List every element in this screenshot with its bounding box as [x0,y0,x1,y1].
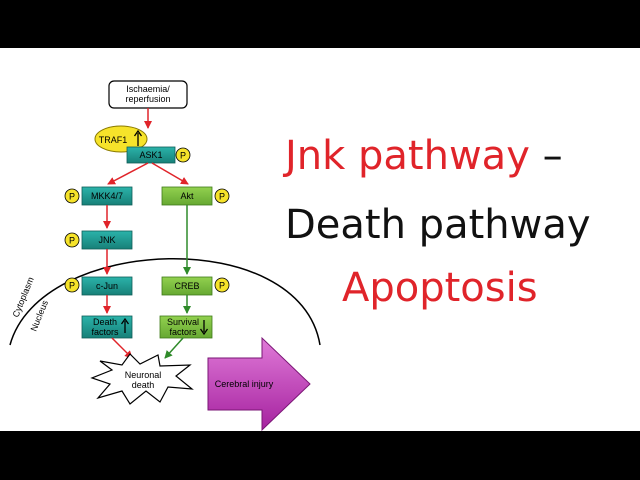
cjun-phospho-label: P [69,281,75,291]
arrow-death-neuronal [111,337,133,359]
ask1-label: ASK1 [139,150,162,160]
up-arrow-icon [120,317,130,333]
cerebral-injury-label: Cerebral injury [215,379,274,389]
creb-phospho-label: P [219,281,225,291]
creb-phospho [214,277,230,293]
jnk-label: JNK [98,235,115,245]
ischaemia-label-2: reperfusion [125,94,170,104]
arrow-ask1-akt [151,162,189,185]
letterbox-bottom [0,431,640,480]
death-factors-label-2: factors [91,327,119,337]
akt-label: Akt [180,191,194,201]
mkk-phospho [64,188,80,204]
neuronal-death-label-2: death [132,380,155,390]
cerebral-injury-arrow [207,336,311,432]
jnk-phospho [64,232,80,248]
title-jnk-pathway: Jnk pathway [285,133,530,179]
cytoplasm-label: Cytoplasm [11,276,36,319]
title-line-1: Jnk pathway – [285,136,563,176]
creb-label: CREB [174,281,199,291]
death-factors-label-1: Death [93,317,117,327]
title-dash: – [529,133,563,179]
survival-factors-box [159,315,213,339]
traf1-label: TRAF1 [99,135,128,145]
akt-phospho-label: P [219,192,225,202]
nuclear-membrane-arc [9,258,321,346]
ask1-phospho [175,147,191,163]
traf1-node [94,125,148,153]
akt-phospho [214,188,230,204]
cjun-label: c-Jun [96,281,118,291]
arrow-ask1-mkk [107,162,149,185]
mkk-phospho-label: P [69,192,75,202]
up-arrow-icon [133,129,143,146]
arrow-survival-neuronal [164,337,184,359]
survival-factors-label-2: factors [169,327,197,337]
down-arrow-icon [199,320,209,336]
neuronal-death-label-1: Neuronal [125,370,162,380]
ischaemia-label-1: Ischaemia/ [126,84,170,94]
title-line-3: Apoptosis [342,265,538,311]
ask1-phospho-label: P [180,151,186,161]
cjun-phospho [64,277,80,293]
title-line-2: Death pathway [285,202,591,248]
ask1-box [126,146,176,164]
survival-factors-label-1: Survival [167,317,199,327]
nucleus-label: Nucleus [29,298,51,332]
mkk-label: MKK4/7 [91,191,123,201]
death-factors-box [81,315,133,339]
neuronal-death-burst [90,353,194,405]
letterbox-top [0,0,640,48]
jnk-phospho-label: P [69,236,75,246]
